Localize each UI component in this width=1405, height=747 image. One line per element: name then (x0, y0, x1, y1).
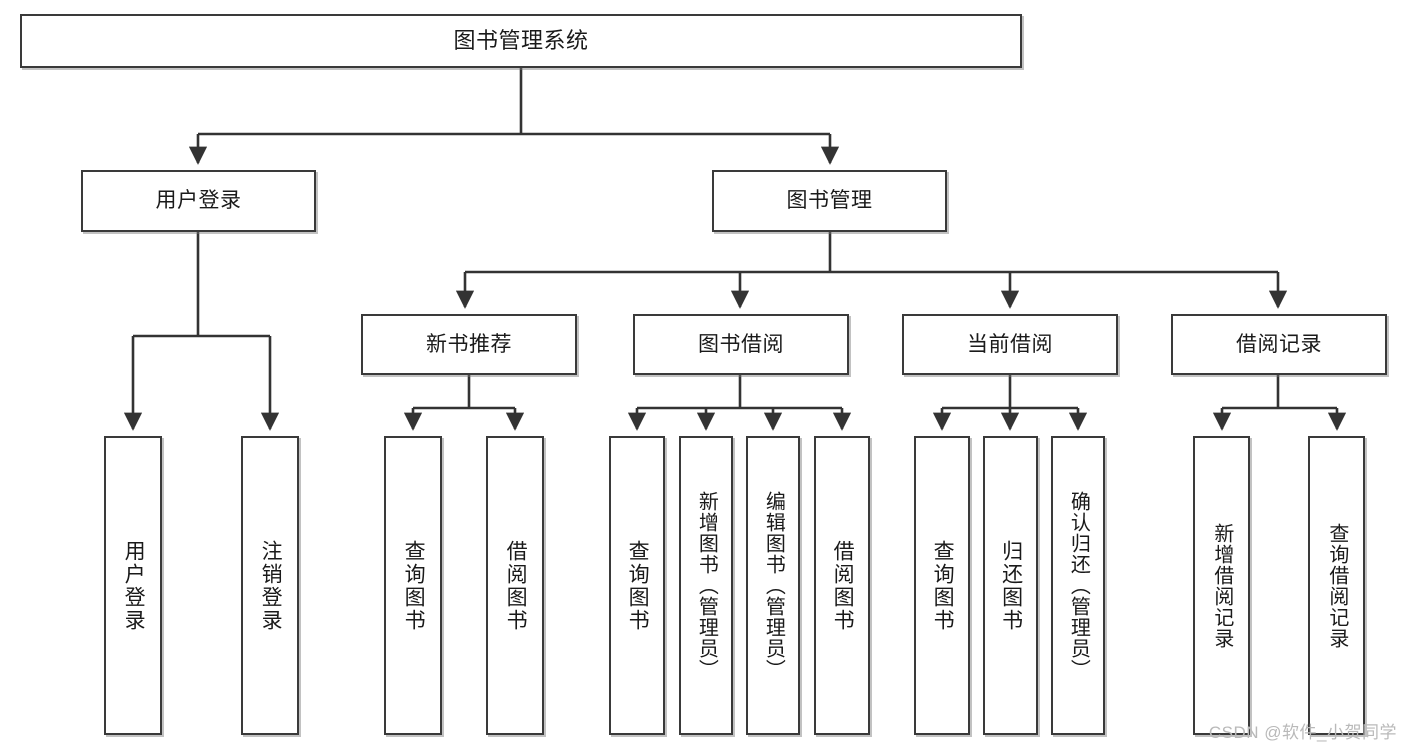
leaf-bookborrow-add[interactable]: 新增图书（管理员） (679, 436, 733, 735)
node-current-borrow[interactable]: 当前借阅 (902, 314, 1118, 375)
leaf-newbook-borrow[interactable]: 借阅图书 (486, 436, 544, 735)
leaf-currentborrow-query[interactable]: 查询图书 (914, 436, 970, 735)
leaf-currentborrow-confirm-label: 确认归还（管理员） (1067, 491, 1090, 680)
leaf-bookborrow-edit-label: 编辑图书（管理员） (762, 491, 785, 680)
node-borrow-record[interactable]: 借阅记录 (1171, 314, 1387, 375)
node-new-book-rec[interactable]: 新书推荐 (361, 314, 577, 375)
leaf-bookborrow-edit[interactable]: 编辑图书（管理员） (746, 436, 800, 735)
leaf-logout[interactable]: 注销登录 (241, 436, 299, 735)
leaf-currentborrow-confirm[interactable]: 确认归还（管理员） (1051, 436, 1105, 735)
leaf-user-login[interactable]: 用户登录 (104, 436, 162, 735)
node-book-manage[interactable]: 图书管理 (712, 170, 947, 232)
node-book-manage-label: 图书管理 (786, 189, 873, 213)
leaf-newbook-query-label: 查询图书 (402, 539, 426, 632)
leaf-currentborrow-return-label: 归还图书 (999, 539, 1023, 632)
leaf-bookborrow-borrow-label: 借阅图书 (831, 539, 855, 632)
leaf-user-login-label: 用户登录 (122, 539, 146, 632)
node-new-book-rec-label: 新书推荐 (426, 332, 512, 356)
node-borrow-record-label: 借阅记录 (1236, 332, 1322, 356)
node-book-borrow[interactable]: 图书借阅 (633, 314, 849, 375)
leaf-currentborrow-return[interactable]: 归还图书 (983, 436, 1038, 735)
node-root-label: 图书管理系统 (453, 27, 589, 53)
leaf-bookborrow-borrow[interactable]: 借阅图书 (814, 436, 870, 735)
leaf-bookborrow-query-label: 查询图书 (626, 539, 650, 632)
leaf-logout-label: 注销登录 (259, 539, 283, 632)
leaf-borrowrecord-query-label: 查询借阅记录 (1325, 522, 1348, 649)
node-current-borrow-label: 当前借阅 (967, 332, 1053, 356)
node-user-login-label: 用户登录 (155, 189, 242, 213)
node-book-borrow-label: 图书借阅 (698, 332, 784, 356)
leaf-newbook-query[interactable]: 查询图书 (384, 436, 442, 735)
leaf-bookborrow-add-label: 新增图书（管理员） (695, 491, 718, 680)
leaf-borrowrecord-add[interactable]: 新增借阅记录 (1193, 436, 1250, 735)
leaf-bookborrow-query[interactable]: 查询图书 (609, 436, 665, 735)
leaf-borrowrecord-add-label: 新增借阅记录 (1210, 522, 1233, 649)
leaf-currentborrow-query-label: 查询图书 (931, 539, 955, 632)
leaf-borrowrecord-query[interactable]: 查询借阅记录 (1308, 436, 1365, 735)
node-root[interactable]: 图书管理系统 (20, 14, 1022, 68)
node-user-login[interactable]: 用户登录 (81, 170, 316, 232)
leaf-newbook-borrow-label: 借阅图书 (504, 539, 528, 632)
